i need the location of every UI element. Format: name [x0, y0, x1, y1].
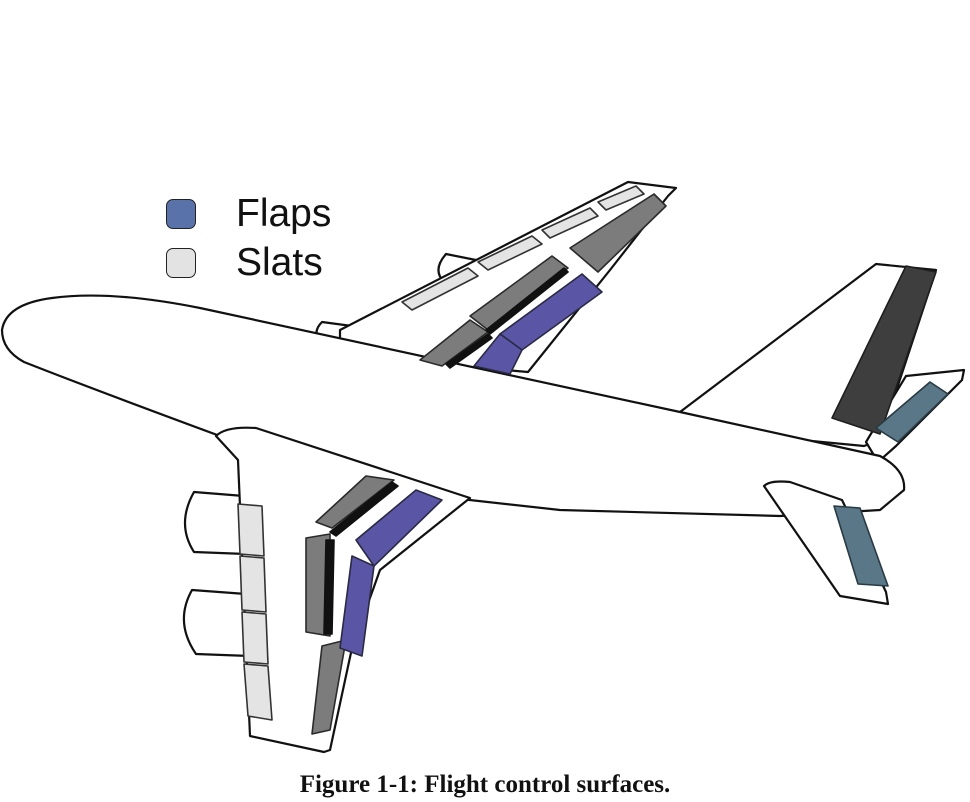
slat-upper-4 [597, 185, 645, 211]
slat-upper-3 [541, 207, 599, 239]
control-surfaces [237, 185, 949, 735]
legend-label-slats: Slats [236, 241, 323, 284]
slat-lower-3 [241, 611, 269, 665]
rudder [831, 265, 937, 435]
slat-lower-1 [237, 503, 265, 557]
elevator-near [833, 505, 889, 587]
elevator-far [875, 381, 949, 443]
slat-lower-4 [243, 663, 273, 721]
spoiler-lower-inner [315, 475, 395, 529]
spoiler-upper-mid [469, 255, 569, 331]
figure-caption: Figure 1-1: Flight control surfaces. [299, 771, 671, 798]
flap-lower-inner [355, 489, 443, 567]
legend-item-flaps: Flaps [166, 192, 331, 236]
flap-upper-inner [473, 333, 523, 375]
gap-lower-2 [323, 539, 335, 635]
legend: Flaps Slats [166, 192, 406, 292]
legend-label-flaps: Flaps [236, 192, 332, 235]
airframe [0, 180, 966, 754]
near-engine-inner [184, 490, 248, 556]
gap-upper-2 [445, 333, 493, 369]
legend-item-slats: Slats [166, 241, 323, 285]
legend-swatch-slats [166, 248, 196, 278]
slat-upper-2 [477, 235, 543, 271]
flap-lower-outer [339, 555, 375, 657]
spoiler-lower-tip [311, 639, 347, 735]
slat-upper-1 [401, 267, 479, 311]
slat-lower-2 [239, 555, 267, 613]
spoiler-upper-outer [569, 193, 667, 273]
gap-lower-1 [329, 481, 399, 537]
fuselage [0, 294, 906, 518]
gap-upper-1 [485, 267, 569, 335]
legend-swatch-flaps [166, 199, 196, 229]
near-engine-outer [182, 588, 252, 658]
